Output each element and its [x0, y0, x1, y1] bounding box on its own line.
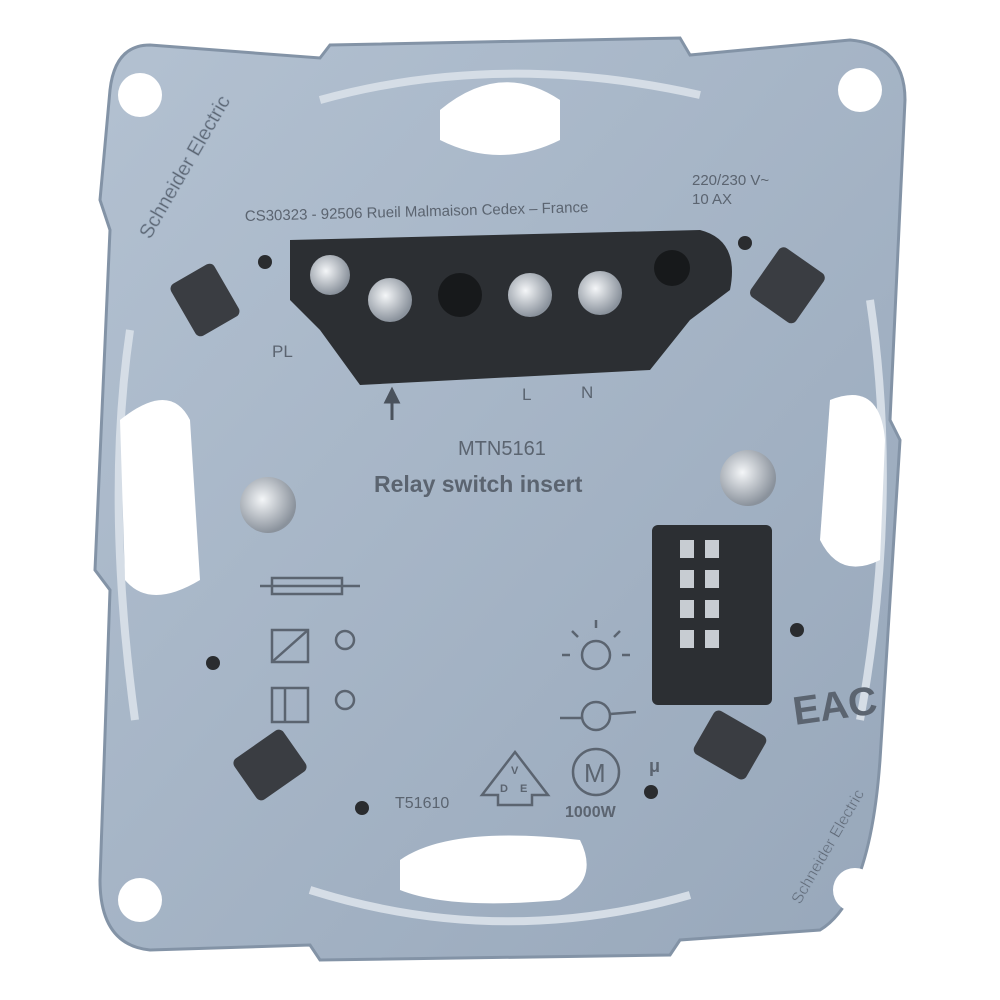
- dimmer-icon: [560, 700, 637, 732]
- clamp-bottom-left: [233, 729, 307, 801]
- terminal-block: [290, 230, 732, 385]
- clamp-top-left: [170, 263, 240, 337]
- connector-pins: [680, 540, 719, 648]
- hole: [644, 785, 658, 799]
- fixing-screw-right: [720, 450, 776, 506]
- hole: [206, 656, 220, 670]
- corner-hole: [118, 878, 162, 922]
- mounting-plate: [93, 36, 907, 962]
- vde-e: E: [520, 783, 527, 795]
- clamp-top-right: [750, 247, 825, 324]
- terminal-label-pl: PL: [272, 342, 293, 361]
- load-symbols: [260, 576, 360, 724]
- terminal-label-n: N: [581, 383, 593, 402]
- terminal-hole: [654, 250, 690, 286]
- arc-rail: [318, 69, 701, 104]
- slot-top: [440, 82, 560, 155]
- vde-d: D: [500, 783, 508, 795]
- slot-left: [120, 400, 200, 595]
- terminal-screw: [508, 273, 552, 317]
- terminal-hole: [438, 273, 482, 317]
- vde-v: V: [511, 765, 519, 777]
- vde-mark-icon: [479, 749, 551, 807]
- terminal-screw: [310, 255, 350, 295]
- clamp-bottom-right: [693, 710, 767, 780]
- product-name: Relay switch insert: [374, 471, 583, 497]
- model-number: MTN5161: [458, 438, 546, 460]
- hole: [258, 255, 272, 269]
- arc-rail: [856, 299, 887, 721]
- terminal-screw: [368, 278, 412, 322]
- voltage-text: 220/230 V~: [692, 172, 769, 189]
- lamp-icon: [562, 620, 630, 671]
- power-rating: 1000W: [565, 804, 617, 821]
- corner-hole: [118, 73, 162, 117]
- hole: [355, 801, 369, 815]
- hole: [790, 623, 804, 637]
- approval-code: T51610: [395, 795, 449, 812]
- corner-hole: [838, 68, 882, 112]
- fixing-screw-left: [240, 477, 296, 533]
- terminal-screw: [578, 271, 622, 315]
- hole: [738, 236, 752, 250]
- corner-hole: [833, 868, 877, 912]
- arc-rail: [308, 886, 692, 926]
- arc-rail: [114, 329, 139, 721]
- micro-gap-symbol: μ: [649, 756, 660, 776]
- motor-icon: [571, 747, 621, 797]
- terminal-label-l: L: [522, 385, 531, 404]
- terminal-screws: [310, 250, 690, 322]
- arrow-icon: [383, 386, 401, 420]
- motor-letter: M: [584, 758, 606, 788]
- current-text: 10 AX: [692, 191, 732, 208]
- slot-right: [820, 395, 885, 567]
- slot-bottom: [400, 835, 587, 904]
